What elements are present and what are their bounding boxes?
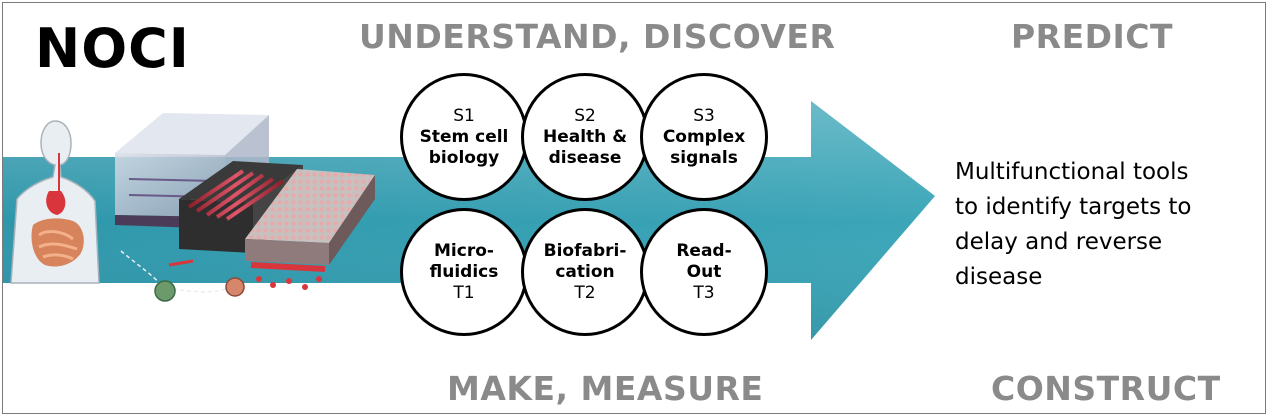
human-figure-icon (10, 120, 100, 284)
circle-label: Micro- fluidics (429, 240, 499, 282)
circle-label: Health & disease (542, 126, 628, 168)
circle-code: S2 (574, 105, 596, 126)
circle-code: T2 (574, 282, 596, 303)
circle-label: Read- Out (676, 240, 732, 282)
circle-label: Complex signals (662, 126, 746, 168)
circle-label: Biofabri- cation (543, 240, 627, 282)
heading-make-measure: MAKE, MEASURE (447, 369, 764, 408)
circle-s2-health-disease: S2 Health & disease (521, 73, 649, 201)
circle-t2-biofabrication: Biofabri- cation T2 (521, 208, 649, 336)
circle-code: S3 (693, 105, 715, 126)
circle-code: T1 (453, 282, 475, 303)
brand-logo: NOCI (35, 17, 190, 80)
circle-t1-microfluidics: Micro- fluidics T1 (400, 208, 528, 336)
circle-code: S1 (453, 105, 475, 126)
circle-s1-stem-cell-biology: S1 Stem cell biology (400, 73, 528, 201)
circle-code: T3 (693, 282, 715, 303)
heading-construct: CONSTRUCT (991, 369, 1221, 408)
cell-icon (154, 280, 176, 302)
circle-t3-read-out: Read- Out T3 (640, 208, 768, 336)
circle-label: Stem cell biology (419, 126, 509, 168)
chip-device-3 (245, 169, 375, 290)
circle-s3-complex-signals: S3 Complex signals (640, 73, 768, 201)
heading-predict: PREDICT (1011, 17, 1174, 56)
heading-understand-discover: UNDERSTAND, DISCOVER (359, 17, 836, 56)
cell-icon (225, 277, 245, 297)
outcome-text: Multifunctional tools to identify target… (955, 159, 1192, 290)
